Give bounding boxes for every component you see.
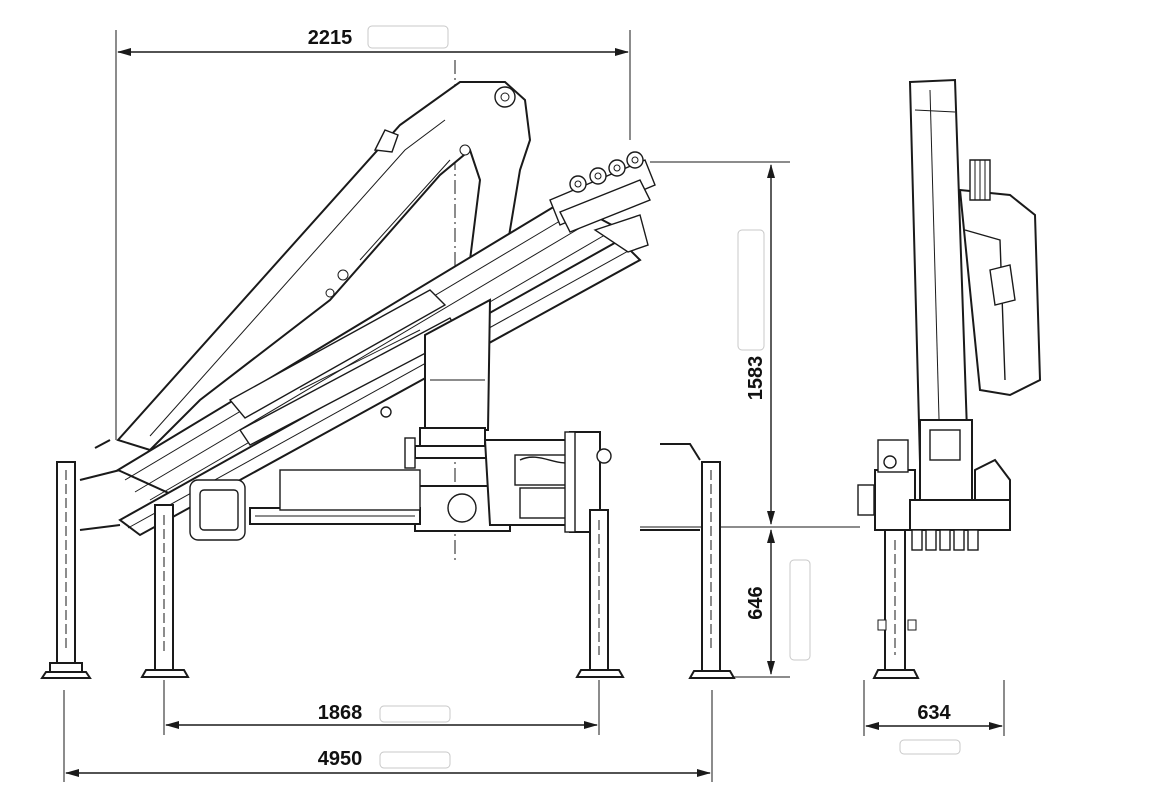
dimension-1868: 1868	[163, 680, 600, 735]
dim-label-2215: 2215	[308, 27, 353, 49]
dim-label-646: 646	[745, 586, 767, 619]
outrigger-legs	[40, 461, 736, 679]
dim-label-1868: 1868	[318, 702, 363, 724]
crane-front-view	[40, 60, 736, 679]
dimension-646: 646	[720, 529, 790, 678]
boom-head-pulleys	[549, 151, 656, 253]
dim-label-4950: 4950	[318, 748, 363, 770]
crane-side-view	[857, 78, 1042, 679]
dimension-634: 634	[863, 680, 1005, 736]
dim-label-1583: 1583	[745, 356, 767, 401]
drafting-ghost-lines	[367, 25, 961, 769]
dimension-4950: 4950	[63, 690, 713, 782]
dimension-2215: 2215	[115, 27, 631, 440]
dimension-1583: 1583	[640, 161, 860, 528]
control-levers	[911, 529, 979, 551]
dim-label-634: 634	[917, 702, 951, 724]
